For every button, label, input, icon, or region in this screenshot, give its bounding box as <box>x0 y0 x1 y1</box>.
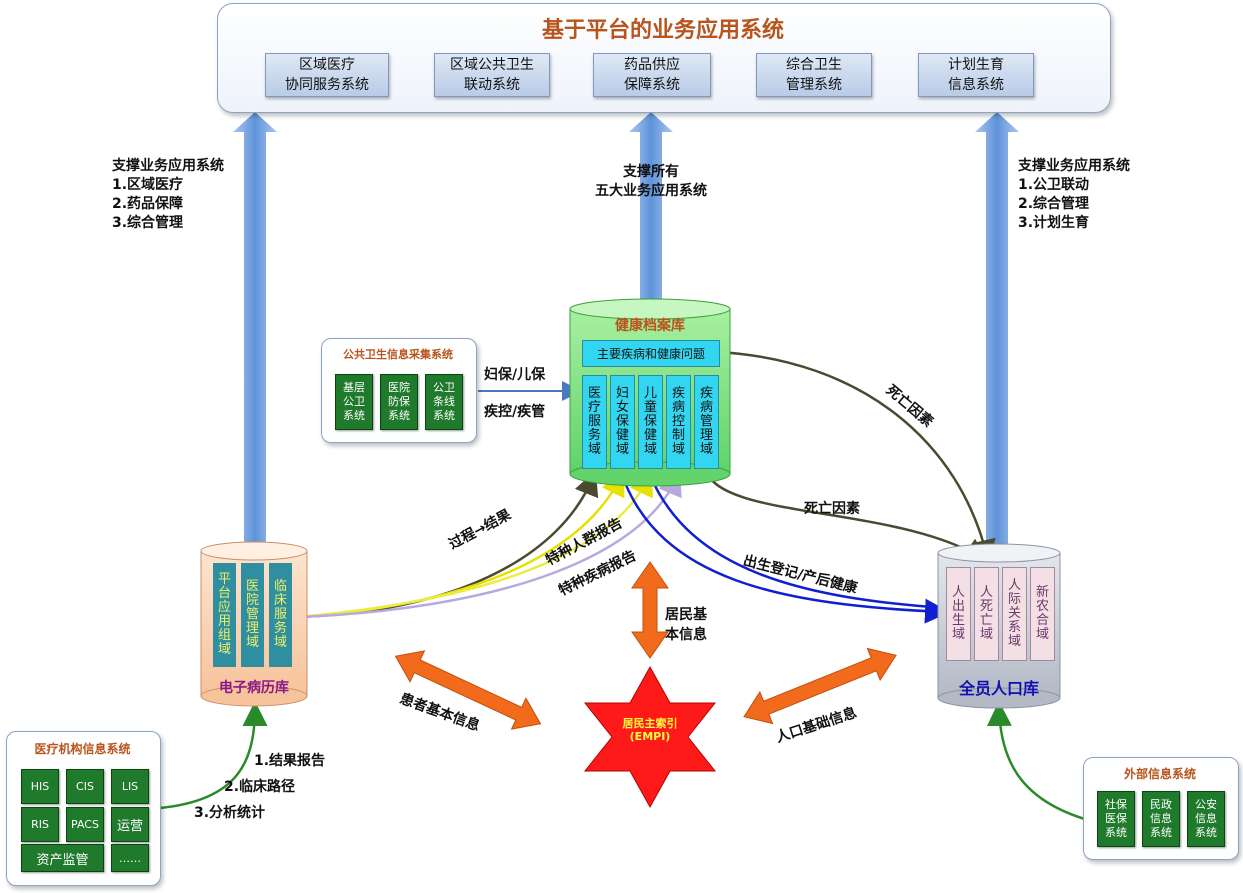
mi-item-lis[interactable]: LIS <box>111 769 149 804</box>
emr-title: 电子病历库 <box>219 680 289 696</box>
mi-item-more[interactable]: …… <box>111 844 149 872</box>
domain-disease-control[interactable]: 疾病控制域 <box>666 375 691 469</box>
ext-item-public-security[interactable]: 公安 信息 系统 <box>1187 791 1225 847</box>
medical-inst-title: 医疗机构信息系统 <box>34 742 131 756</box>
health-archive-title: 健康档案库 <box>615 318 685 334</box>
ph-item-grassroots[interactable]: 基层 公卫 系统 <box>335 374 373 430</box>
main-disease-box[interactable]: 主要疾病和健康问题 <box>582 340 720 367</box>
mi-item-his[interactable]: HIS <box>21 769 59 804</box>
population-title: 全员人口库 <box>958 679 1039 698</box>
mi-note-1: 1.结果报告 <box>254 753 326 769</box>
domain-women-health[interactable]: 妇女保健域 <box>610 375 635 469</box>
subsystem-drug-supply[interactable]: 药品供应 保障系统 <box>593 53 711 97</box>
emr-domain-platform[interactable]: 平台应用组域 <box>213 563 236 667</box>
public-health-title: 公共卫生信息采集系统 <box>343 348 453 361</box>
death-flow-lower <box>704 469 990 563</box>
ext-item-social-security[interactable]: 社保 医保 系统 <box>1097 791 1135 847</box>
ext-item-civil-affairs[interactable]: 民政 信息 系统 <box>1142 791 1180 847</box>
external-title: 外部信息系统 <box>1123 767 1196 781</box>
subsystem-family-planning[interactable]: 计划生育 信息系统 <box>918 53 1034 97</box>
external-arrow <box>986 701 1089 822</box>
patient-info-arrow <box>394 650 542 730</box>
special-disease-flow-2 <box>297 470 682 619</box>
resident-info-arrow <box>631 561 669 659</box>
empi-label[interactable]: 居民主索引 (EMPI) <box>622 717 678 743</box>
subsystem-regional-medical[interactable]: 区域医疗 协同服务系统 <box>265 53 389 97</box>
birth-flow-2 <box>648 474 946 610</box>
label-disease-control: 疾控/疾管 <box>484 404 546 420</box>
domain-disease-management[interactable]: 疾病管理域 <box>694 375 719 469</box>
emr-domain-hospital[interactable]: 医院管理域 <box>241 563 264 667</box>
empi-star <box>583 665 717 809</box>
up-arrow-left <box>233 112 277 545</box>
mi-item-cis[interactable]: CIS <box>66 769 104 804</box>
ph-item-line[interactable]: 公卫 条线 系统 <box>425 374 463 430</box>
up-arrow-right <box>975 112 1019 545</box>
label-resident-info: 居民基 本信息 <box>665 607 707 643</box>
domain-medical-service[interactable]: 医疗服务域 <box>582 375 607 469</box>
mi-item-pacs[interactable]: PACS <box>66 807 104 842</box>
support-note-middle: 支撑所有 五大业务应用系统 <box>595 164 707 199</box>
birth-flow-1 <box>620 474 950 624</box>
ph-item-hospital[interactable]: 医院 防保 系统 <box>380 374 418 430</box>
up-arrow-middle <box>629 112 673 305</box>
business-app-title: 基于平台的业务应用系统 <box>541 18 784 43</box>
mi-item-asset[interactable]: 资产监管 <box>21 844 104 872</box>
subsystem-health-management[interactable]: 综合卫生 管理系统 <box>756 53 872 97</box>
population-info-arrow <box>743 647 897 725</box>
pop-domain-death[interactable]: 人死亡域 <box>974 567 999 661</box>
label-maternal-child: 妇保/儿保 <box>484 367 546 383</box>
subsystem-public-health[interactable]: 区域公共卫生 联动系统 <box>434 53 550 97</box>
emr-domain-clinical[interactable]: 临床服务域 <box>269 563 292 667</box>
special-disease-flow <box>297 470 653 619</box>
mi-note-3: 3.分析统计 <box>194 805 266 821</box>
pop-domain-ncms[interactable]: 新农合域 <box>1030 567 1055 661</box>
medical-inst-arrow <box>159 701 268 810</box>
mi-item-operations[interactable]: 运营 <box>111 807 149 842</box>
pop-domain-relations[interactable]: 人际关系域 <box>1002 567 1027 661</box>
support-note-left: 支撑业务应用系统 1.区域医疗 2.药品保障 3.综合管理 <box>112 158 224 231</box>
domain-child-health[interactable]: 儿童保健域 <box>638 375 663 469</box>
mi-note-2: 2.临床路径 <box>224 779 296 795</box>
death-flow-upper <box>717 350 996 565</box>
mi-item-ris[interactable]: RIS <box>21 807 59 842</box>
support-note-right: 支撑业务应用系统 1.公卫联动 2.综合管理 3.计划生育 <box>1018 158 1130 231</box>
pop-domain-birth[interactable]: 人出生域 <box>946 567 971 661</box>
label-death-factor-lower: 死亡因素 <box>804 501 860 517</box>
